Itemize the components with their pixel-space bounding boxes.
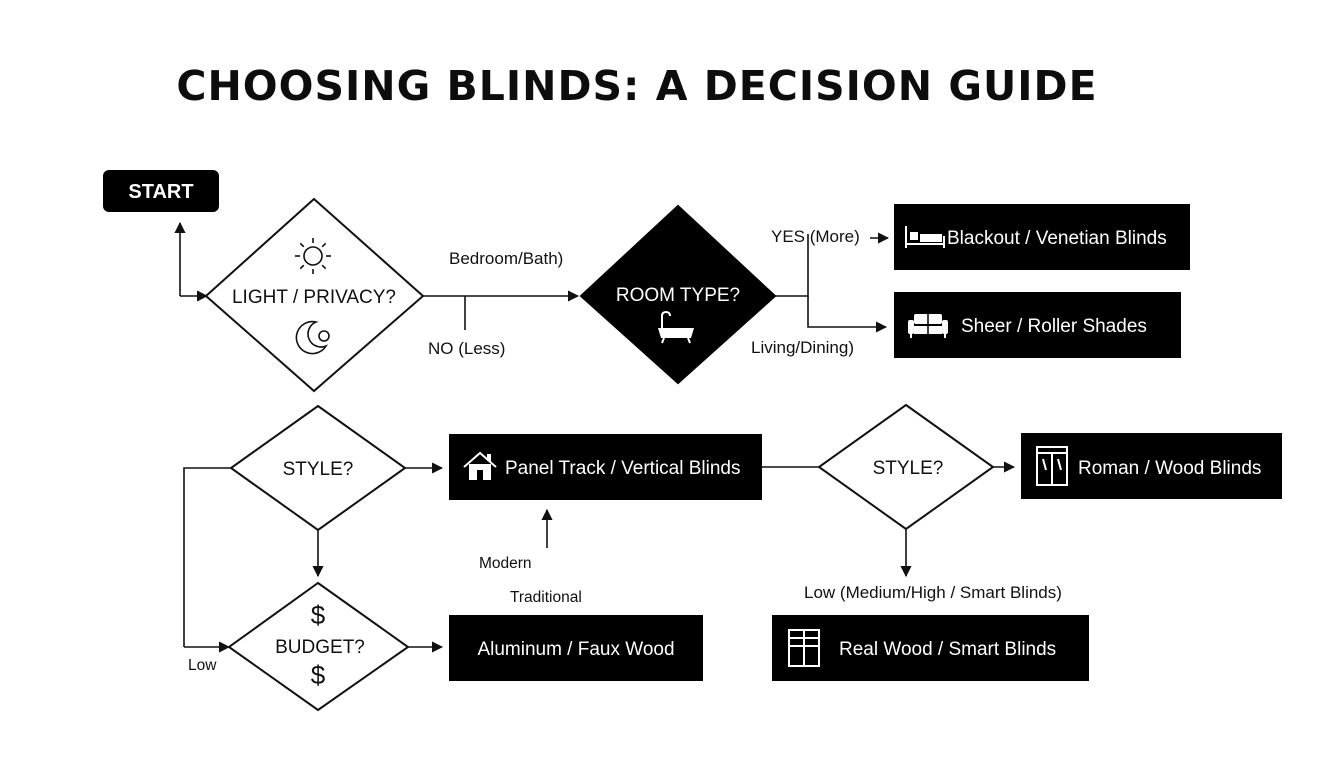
budget-decision: $ BUDGET? $ <box>227 581 410 712</box>
light-privacy-decision: LIGHT / PRIVACY? <box>204 197 425 393</box>
sheer-roller-label: Sheer / Roller Shades <box>961 316 1147 337</box>
page-title: CHOOSING BLINDS: A DECISION GUIDE <box>176 62 1097 110</box>
style-right-label: STYLE? <box>873 458 944 479</box>
budget-dollar-top: $ <box>311 600 326 630</box>
room-type-decision: ROOM TYPE? <box>579 204 777 385</box>
style-left-label: STYLE? <box>283 459 354 480</box>
sofa-icon <box>908 314 948 338</box>
roman-wood-label: Roman / Wood Blinds <box>1078 458 1261 479</box>
style-left-decision: STYLE? <box>229 404 407 532</box>
moon-icon <box>295 320 330 355</box>
budget-label: BUDGET? <box>275 637 365 658</box>
roman-wood-box: Roman / Wood Blinds <box>1021 433 1282 499</box>
aluminum-faux-wood-label: Aluminum / Faux Wood <box>477 639 674 660</box>
house-icon <box>463 451 497 480</box>
edge-label-bedroom-bath: Bedroom/Bath) <box>449 249 563 268</box>
real-wood-smart-label: Real Wood / Smart Blinds <box>839 639 1056 660</box>
blackout-venetian-box: Blackout / Venetian Blinds <box>894 204 1190 270</box>
blackout-venetian-label: Blackout / Venetian Blinds <box>947 228 1167 249</box>
edge-label-traditional: Traditional <box>510 589 582 606</box>
sun-icon <box>295 238 331 274</box>
bed-icon <box>905 226 945 248</box>
window-doors-icon <box>1036 446 1068 486</box>
panel-track-box: Panel Track / Vertical Blinds <box>449 434 762 500</box>
connectors <box>174 221 1016 653</box>
aluminum-faux-wood-box: Aluminum / Faux Wood <box>449 615 703 681</box>
style-right-decision: STYLE? <box>817 403 995 531</box>
edge-label-living-dining: Living/Dining) <box>751 338 854 357</box>
light-privacy-label: LIGHT / PRIVACY? <box>232 287 396 308</box>
edge-living-dining <box>807 296 888 333</box>
budget-dollar-bottom: $ <box>311 660 326 690</box>
edge-label-yes-more: YES (More) <box>771 227 860 246</box>
window-grid-icon <box>788 629 820 667</box>
start-label: START <box>128 181 193 203</box>
edge-label-low: Low <box>188 657 217 674</box>
room-type-label: ROOM TYPE? <box>616 285 740 306</box>
start-node: START <box>103 170 219 212</box>
real-wood-smart-box: Real Wood / Smart Blinds <box>772 615 1089 681</box>
sheer-roller-box: Sheer / Roller Shades <box>894 292 1181 358</box>
edge-label-modern: Modern <box>479 555 532 572</box>
bathtub-icon <box>658 310 694 344</box>
edge-label-low-medium-high: Low (Medium/High / Smart Blinds) <box>804 583 1062 602</box>
panel-track-label: Panel Track / Vertical Blinds <box>505 458 741 479</box>
edge-label-no-less: NO (Less) <box>428 339 505 358</box>
edge-style-loop <box>183 467 232 647</box>
